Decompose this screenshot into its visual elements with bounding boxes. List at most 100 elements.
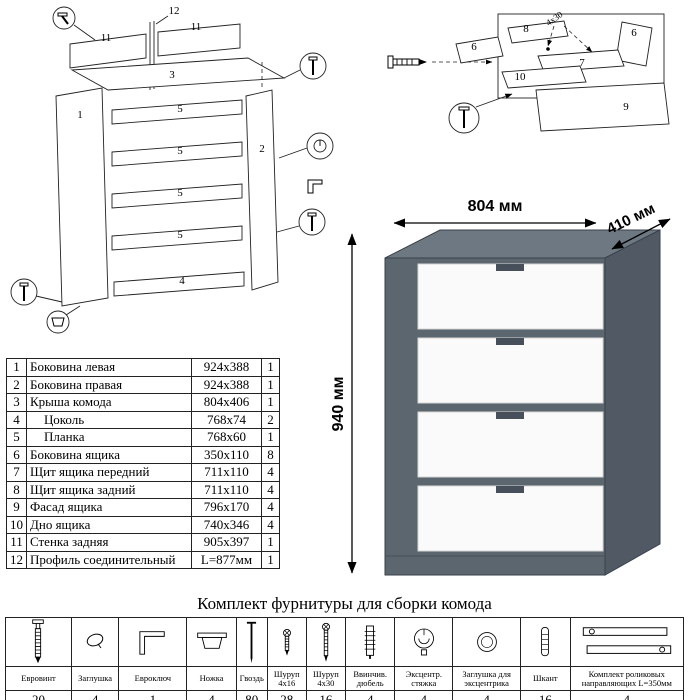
part-label-5b: 5 xyxy=(177,145,183,157)
part-qty: 8 xyxy=(261,445,280,464)
detail-circle xyxy=(46,310,70,334)
part-label-7: 7 xyxy=(579,57,585,69)
detail-circle xyxy=(306,132,334,160)
hardware-qty: 28 xyxy=(266,690,307,700)
part-label-5d: 5 xyxy=(177,229,183,241)
hardware-icon-cell xyxy=(235,617,268,667)
bracket-icon xyxy=(307,179,323,194)
drawer-handle-notch xyxy=(496,486,524,493)
table-row: 3 Крыша комода 804x406 1 xyxy=(6,393,280,412)
drawer-front-4 xyxy=(417,485,604,552)
screw-point xyxy=(546,47,550,51)
hardware-qty-row: 20 4 1 4 80 28 16 4 4 4 16 4 xyxy=(5,690,685,700)
part-name: Боковина левая xyxy=(26,358,192,377)
cam-cap-icon xyxy=(476,632,497,652)
screw-4x16-icon xyxy=(282,628,291,656)
height-dimension-label: 940 мм xyxy=(330,377,347,432)
part-qty: 1 xyxy=(261,550,280,569)
table-row: 8 Щит ящика задний 711x110 4 xyxy=(6,480,280,499)
part-name: Боковина ящика xyxy=(26,445,192,464)
drawer-bottom-panel xyxy=(501,65,587,89)
hardware-name: Евроключ xyxy=(118,666,188,691)
hardware-name: Эксцентр. стяжка xyxy=(394,666,454,691)
eurovint-icon xyxy=(32,619,45,664)
table-row: 2 Боковина правая 924x388 1 xyxy=(6,375,280,394)
rail-panel xyxy=(111,141,243,167)
table-row: 11 Стенка задняя 905x397 1 xyxy=(6,533,280,552)
part-qty: 4 xyxy=(261,498,280,517)
part-size: 711x110 xyxy=(191,463,262,482)
part-qty: 4 xyxy=(261,515,280,534)
rail-panel xyxy=(111,225,243,251)
hardware-name: Заглушка для эксцентрика xyxy=(452,666,522,691)
leader-arrow xyxy=(475,93,513,108)
table-row: 4 Цоколь 768x74 2 xyxy=(6,410,280,429)
drawer-handle-notch xyxy=(496,338,524,345)
leader-line xyxy=(155,15,169,25)
part-name: Стенка задняя xyxy=(26,533,192,552)
part-qty: 1 xyxy=(261,393,280,412)
width-dimension-label: 804 мм xyxy=(468,198,523,215)
part-number: 11 xyxy=(6,533,27,552)
part-size: 711x110 xyxy=(191,480,262,499)
detail-circle xyxy=(52,6,76,30)
table-row: 10 Дно ящика 740x346 4 xyxy=(6,515,280,534)
part-number: 1 xyxy=(6,358,27,377)
part-size: 905x397 xyxy=(191,533,262,552)
part-name: Боковина правая xyxy=(26,375,192,394)
part-label-1: 1 xyxy=(77,109,83,121)
hardware-icon-cell xyxy=(569,617,685,667)
hardware-qty: 80 xyxy=(235,690,268,700)
screw-in-dowel-icon xyxy=(364,625,376,659)
drawer-handle-notch xyxy=(496,412,524,419)
part-number: 3 xyxy=(6,393,27,412)
hardware-name: Ввинчив. дюбель xyxy=(344,666,396,691)
hardware-icon-cell xyxy=(118,617,188,667)
table-row: 6 Боковина ящика 350x110 8 xyxy=(6,445,280,464)
dresser-side-face xyxy=(604,229,661,576)
part-size: 924x388 xyxy=(191,358,262,377)
part-number: 2 xyxy=(6,375,27,394)
depth-dimension-arrow xyxy=(611,218,671,250)
part-number: 12 xyxy=(6,550,27,569)
screw-icon xyxy=(308,56,318,61)
leg-icon xyxy=(196,632,227,649)
hardware-icon-cell xyxy=(305,617,346,667)
table-row: 7 Щит ящика передний 711x110 4 xyxy=(6,463,280,482)
hardware-names-row: Евровинт Заглушка Евроключ Ножка Гвоздь … xyxy=(5,666,685,691)
part-qty: 1 xyxy=(261,428,280,447)
part-label-2: 2 xyxy=(259,143,265,155)
hardware-qty: 4 xyxy=(70,690,120,700)
drawer-front-shield xyxy=(537,49,625,73)
part-label-10: 10 xyxy=(515,71,527,83)
table-row: 5 Планка 768x60 1 xyxy=(6,428,280,447)
part-qty: 1 xyxy=(261,533,280,552)
screw-4x30-icon xyxy=(321,622,330,662)
drawer-side-panel-left xyxy=(455,36,504,64)
hardware-name: Заглушка xyxy=(70,666,120,691)
foot-icon xyxy=(51,317,65,327)
part-size: 796x170 xyxy=(191,498,262,517)
part-size: 768x74 xyxy=(191,410,262,429)
drawer-front-2 xyxy=(417,337,604,404)
nail-icon xyxy=(247,621,257,664)
back-panel-right xyxy=(157,23,241,57)
right-side-panel xyxy=(245,89,279,291)
drawer-front-3 xyxy=(417,411,604,478)
hardware-qty: 16 xyxy=(305,690,346,700)
table-row: 1 Боковина левая 924x388 1 xyxy=(6,358,280,377)
part-label-11b: 11 xyxy=(191,21,202,33)
parts-table: 1 Боковина левая 924x388 1 2 Боковина пр… xyxy=(6,358,280,569)
part-label-6b: 6 xyxy=(631,27,637,39)
part-size: L=877мм xyxy=(191,550,262,569)
part-qty: 4 xyxy=(261,463,280,482)
screw-icon xyxy=(458,106,470,111)
plinth-panel xyxy=(113,271,245,297)
hardware-kit-title: Комплект фурнитуры для сборки комода xyxy=(197,594,492,613)
part-qty: 1 xyxy=(261,375,280,394)
drawer-back-panel xyxy=(507,20,569,44)
callout-arrow xyxy=(547,25,555,47)
screw-icon xyxy=(387,55,394,69)
hardware-icon-cell xyxy=(5,617,72,667)
